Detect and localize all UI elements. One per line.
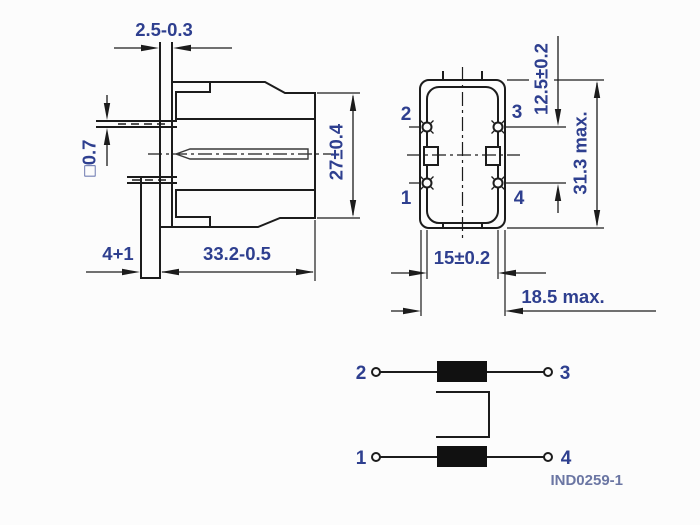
arrowhead: [554, 184, 562, 201]
schematic-pin4-label: 4: [561, 448, 572, 469]
top-view-pin3-label: 3: [512, 102, 523, 123]
winding-2-symbol: [437, 446, 487, 467]
arrowhead: [349, 94, 357, 111]
pin-square-label: □0.7: [79, 140, 100, 177]
standoff-leg: [140, 176, 161, 279]
pin-3-marker: [491, 120, 505, 134]
side-view: [96, 42, 333, 279]
schematic-pin2-label: 2: [356, 363, 367, 384]
arrowhead: [593, 210, 601, 227]
left-side-tab: [423, 146, 439, 166]
overall-width-label: 18.5 max.: [521, 286, 604, 307]
top-view-pin1-label: 1: [401, 188, 412, 209]
arrowhead: [103, 128, 111, 145]
schematic-pin1-label: 1: [356, 448, 367, 469]
terminal-4: [543, 452, 553, 462]
pin-row-ext-lines: [409, 126, 566, 184]
body-height-label: 27±0.4: [326, 123, 347, 180]
arrowhead: [103, 103, 111, 120]
arrowhead: [403, 307, 421, 315]
right-side-tab: [485, 146, 501, 166]
upper-pin-side: [96, 120, 177, 128]
terminal-3: [543, 367, 553, 377]
pin-2-marker: [420, 120, 434, 134]
body-top-edge: [171, 81, 316, 94]
top-view-pin2-label: 2: [401, 104, 412, 125]
top-view-pin4-label: 4: [514, 188, 525, 209]
flange-thickness-label: 2.5-0.3: [135, 19, 193, 40]
arrowhead: [554, 109, 562, 126]
center-core-pin: [173, 148, 309, 160]
body-height-ext-lines: [317, 92, 360, 219]
arrowhead: [593, 81, 601, 98]
arrowhead: [409, 269, 427, 277]
arrowhead: [349, 200, 357, 217]
top-view: 2 3 1 4: [401, 67, 525, 240]
schematic: 2 3 1 4: [356, 361, 572, 469]
body-top-notch: [175, 81, 211, 93]
standoff-label: 4+1: [102, 243, 133, 264]
pin-row-pitch-label: 12.5±0.2: [531, 43, 552, 115]
winding-window-edges: [175, 118, 316, 191]
schematic-pin3-label: 3: [560, 363, 571, 384]
body-length-label: 33.2-0.5: [203, 243, 271, 264]
arrowhead: [296, 268, 314, 276]
arrowhead: [173, 44, 191, 52]
arrowhead: [161, 268, 179, 276]
terminal-2: [371, 367, 381, 377]
winding-1-symbol: [437, 361, 487, 382]
figure-id: IND0259-1: [550, 472, 623, 489]
arrowhead: [122, 268, 140, 276]
pin-4-marker: [491, 176, 505, 190]
label-mask: [529, 38, 554, 122]
overall-length-label: 31.3 max.: [570, 111, 591, 194]
boss-tick-marks: [442, 71, 483, 229]
arrowhead: [505, 307, 523, 315]
arrowhead: [498, 269, 516, 277]
arrowhead: [141, 44, 159, 52]
pin-col-pitch-label: 15±0.2: [434, 247, 490, 268]
top-view-dimensions: 12.5±0.2 31.3 max. 15±0.2 18.5 max.: [391, 36, 656, 316]
lower-pin-side: [127, 176, 177, 184]
side-view-dimensions: 2.5-0.3 □0.7 27±0.4 4+1 33.2-0.5: [79, 19, 360, 281]
terminal-1: [371, 452, 381, 462]
body-bottom-notch: [175, 216, 211, 228]
pin-1-marker: [420, 176, 434, 190]
core-link-symbol: [436, 391, 490, 438]
schematic-wires: [379, 371, 545, 458]
overall-length-ext-lines: [507, 79, 604, 229]
